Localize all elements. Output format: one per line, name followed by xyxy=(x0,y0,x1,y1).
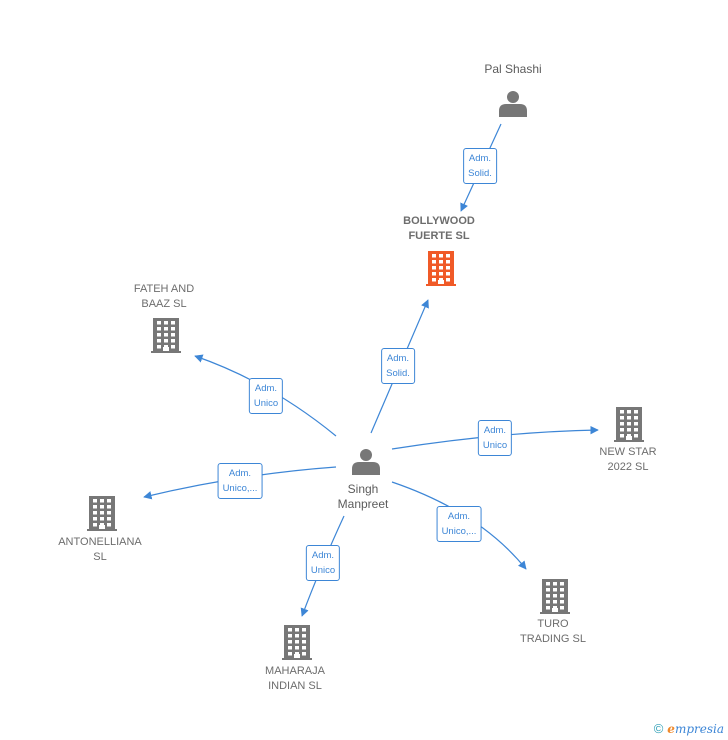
edge-label-singh-antonelliana[interactable]: Adm. Unico,... xyxy=(217,463,263,499)
person-icon-singh[interactable] xyxy=(352,449,380,475)
building-icon-antonelliana[interactable] xyxy=(87,496,117,531)
node-label-turo[interactable]: TURO TRADING SL xyxy=(519,618,587,645)
edge-label-singh-newstar[interactable]: Adm. Unico xyxy=(477,420,513,456)
edge-label-singh-turo[interactable]: Adm. Unico,... xyxy=(436,506,482,542)
edge-label-pal-bollywood[interactable]: Adm. Solid. xyxy=(463,148,497,184)
node-label-singh[interactable]: Singh Manpreet xyxy=(337,482,389,511)
node-label-bollywood[interactable]: BOLLYWOOD FUERTE SL xyxy=(403,215,475,242)
person-icon-pal[interactable] xyxy=(499,91,527,117)
node-label-maharaja[interactable]: MAHARAJA INDIAN SL xyxy=(265,665,325,692)
brand-logo[interactable]: empresia xyxy=(667,722,724,736)
copyright-icon: © xyxy=(653,721,664,736)
node-label-pal[interactable]: Pal Shashi xyxy=(484,62,542,76)
node-label-newstar[interactable]: NEW STAR 2022 SL xyxy=(599,446,657,473)
building-icon-maharaja[interactable] xyxy=(282,625,312,660)
node-label-fateh[interactable]: FATEH AND BAAZ SL xyxy=(133,283,195,310)
building-icon-bollywood[interactable] xyxy=(426,251,456,286)
edge-label-singh-bollywood[interactable]: Adm. Solid. xyxy=(381,348,415,384)
node-label-antonelliana[interactable]: ANTONELLIANA SL xyxy=(58,536,142,563)
edge-label-singh-maharaja[interactable]: Adm. Unico xyxy=(305,545,341,581)
building-icon-turo[interactable] xyxy=(540,579,570,614)
building-icon-newstar[interactable] xyxy=(614,407,644,442)
footer: ©empresia xyxy=(654,721,724,736)
edge-label-singh-fateh[interactable]: Adm. Unico xyxy=(248,378,284,414)
building-icon-fateh[interactable] xyxy=(151,318,181,353)
